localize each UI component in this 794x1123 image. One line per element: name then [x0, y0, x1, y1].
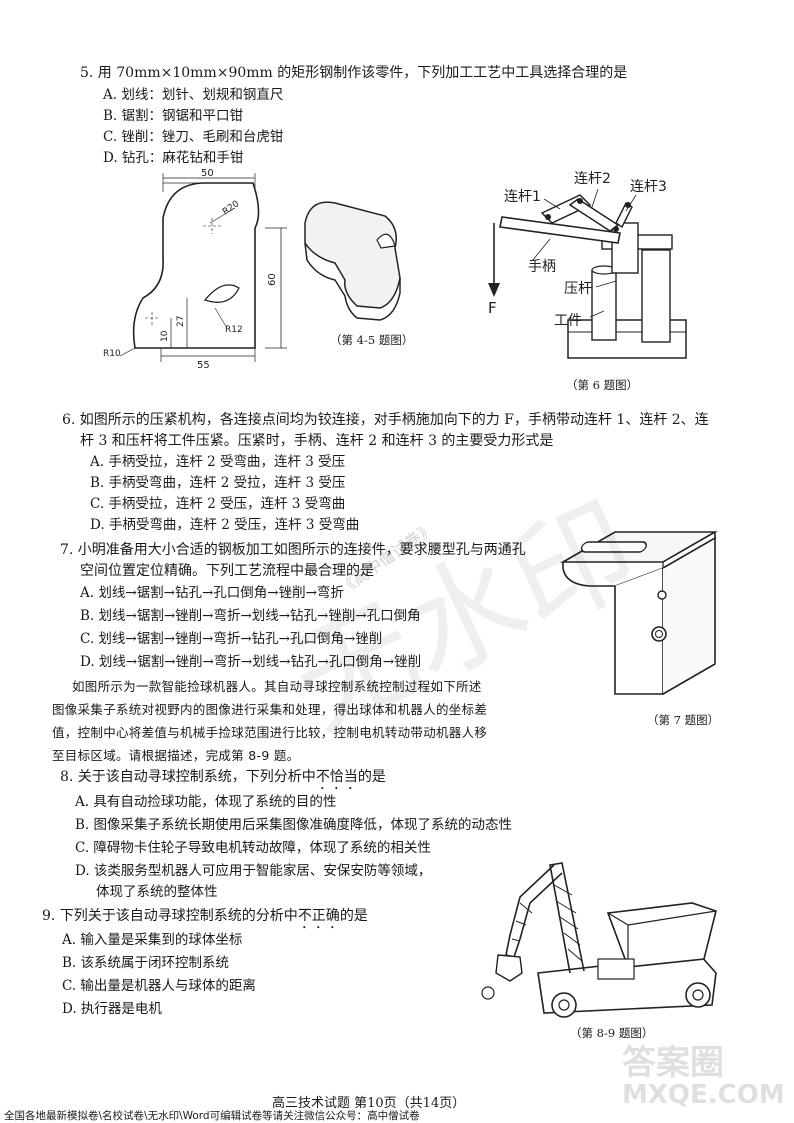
dim-r10: R10 — [103, 349, 121, 359]
label-presser: 压杆 — [564, 281, 592, 297]
q9-stem: 9. 下列关于该自动寻球控制系统的分析中不正确的是 — [42, 906, 368, 932]
q8-stem: 8. 关于该自动寻球控制系统，下列分析中不恰当的是 — [60, 767, 386, 793]
page-footer: 高三技术试题 第10页（共14页） — [272, 1096, 466, 1111]
q9-option-b: B. 该系统属于闭环控制系统 — [62, 955, 230, 971]
q9-option-c: C. 输出量是机器人与球体的距离 — [62, 978, 256, 994]
intro-line4: 至目标区域。请根据描述，完成第 8-9 题。 — [52, 748, 300, 763]
fig89-caption: （第 8-9 题图） — [570, 1026, 654, 1040]
dim-27: 27 — [176, 316, 186, 327]
footer-banner: 全国各地最新模拟卷\名校试卷\无水印\Word可编辑试卷等请关注微信公众号：高中… — [4, 1110, 420, 1122]
q9-option-d: D. 执行器是电机 — [62, 1001, 162, 1017]
label-handle: 手柄 — [528, 259, 556, 275]
q5-option-d: D. 钻孔：麻花钻和手钳 — [103, 150, 244, 166]
q8-option-d-cont: 体现了系统的整体性 — [96, 884, 218, 900]
q8-stem-emphasis: 不恰当 — [315, 769, 358, 785]
figure-7 — [560, 531, 718, 695]
dim-top: 50 — [201, 168, 214, 179]
dim-bottom: 55 — [197, 360, 210, 368]
dim-right: 60 — [267, 273, 278, 286]
q7-option-b: B. 划线→锯割→锉削→弯折→划线→钻孔→锉削→孔口倒角 — [80, 608, 421, 624]
q7-stem-line1: 7. 小明准备用大小合适的钢板加工如图所示的连接件，要求腰型孔与两通孔 — [60, 542, 526, 558]
dim-10: 10 — [160, 330, 170, 342]
q8-option-d: D. 该类服务型机器人可应用于智能家居、安保安防等领域， — [75, 863, 432, 879]
figure-4-5: 50 R20 60 R12 27 10 55 R10 — [103, 168, 401, 368]
q6-option-d: D. 手柄受弯曲，连杆 2 受压，连杆 3 受弯曲 — [90, 517, 360, 533]
q7-option-a: A. 划线→锯割→钻孔→孔口倒角→锉削→弯折 — [80, 585, 344, 601]
watermark-site: MXQE.COM — [622, 1080, 785, 1110]
q7-option-d: D. 划线→锯割→锉削→弯折→划线→钻孔→孔口倒角→锉削 — [80, 654, 422, 670]
q8-stem-post: 的是 — [357, 769, 386, 785]
label-link1: 连杆1 — [504, 189, 541, 205]
label-work: 工件 — [554, 313, 582, 329]
intro-line2: 图像采集子系统对视野内的图像进行采集和处理，得出球体和机器人的坐标差 — [52, 702, 488, 717]
fig7-caption: （第 7 题图） — [647, 713, 720, 727]
label-link2: 连杆2 — [574, 171, 611, 187]
q9-stem-pre: 9. 下列关于该自动寻球控制系统的分析中 — [42, 908, 298, 924]
q8-option-c: C. 障碍物卡住轮子导致电机转动故障，体现了系统的相关性 — [75, 840, 431, 856]
q6-option-b: B. 手柄受弯曲，连杆 2 受拉，连杆 3 受压 — [90, 475, 346, 491]
watermark-logo: 答案圈 — [622, 1043, 724, 1083]
label-link3: 连杆3 — [630, 179, 667, 195]
q5-option-a: A. 划线：划针、划规和钢直尺 — [103, 87, 284, 103]
q5-stem: 5. 用 70mm×10mm×90mm 的矩形钢制作该零件，下列加工工艺中工具选… — [80, 65, 628, 81]
q7-option-c: C. 划线→锯割→锉削→弯折→钻孔→孔口倒角→锉削 — [80, 631, 383, 647]
q9-option-a: A. 输入量是采集到的球体坐标 — [62, 932, 243, 948]
fig6-caption: （第 6 题图） — [566, 378, 639, 392]
intro-line3: 值，控制中心将差值与机械手捡球范围进行比较，控制电机转动带动机器人移 — [52, 725, 488, 740]
q6-option-a: A. 手柄受拉，连杆 2 受弯曲，连杆 3 受压 — [90, 454, 346, 470]
q8-stem-pre: 8. 关于该自动寻球控制系统，下列分析中 — [60, 769, 316, 785]
q8-option-b: B. 图像采集子系统长期使用后采集图像准确度降低，体现了系统的动态性 — [75, 817, 513, 833]
dim-r12: R12 — [225, 325, 243, 335]
fig45-caption: （第 4-5 题图） — [330, 333, 414, 347]
q5-option-c: C. 锉削：锉刀、毛刷和台虎钳 — [103, 129, 284, 145]
q6-option-c: C. 手柄受拉，连杆 2 受压，连杆 3 受弯曲 — [90, 496, 346, 512]
intro-line1: 如图所示为一款智能捡球机器人。其自动寻球控制系统控制过程如下所述 — [72, 679, 482, 694]
q6-stem-line1: 6. 如图所示的压紧机构，各连接点间均为铰连接，对手柄施加向下的力 F，手柄带动… — [62, 412, 709, 428]
dim-r20: R20 — [221, 199, 241, 218]
q7-stem-line2: 空间位置定位精确。下列工艺流程中最合理的是 — [80, 563, 374, 579]
q9-stem-post: 的是 — [339, 908, 368, 924]
q5-option-b: B. 锯割：钢锯和平口钳 — [103, 108, 244, 124]
figure-8-9 — [481, 862, 717, 1018]
q9-stem-emphasis: 不正确 — [297, 908, 340, 924]
label-force: F — [488, 299, 497, 317]
figure-6: F 连杆1 连杆2 连杆3 手柄 压杆 工件 — [488, 171, 687, 359]
q8-option-a: A. 具有自动捡球功能，体现了系统的目的性 — [75, 794, 337, 810]
q6-stem-line2: 杆 3 和压杆将工件压紧。压紧时，手柄、连杆 2 和连杆 3 的主要受力形式是 — [80, 433, 554, 449]
